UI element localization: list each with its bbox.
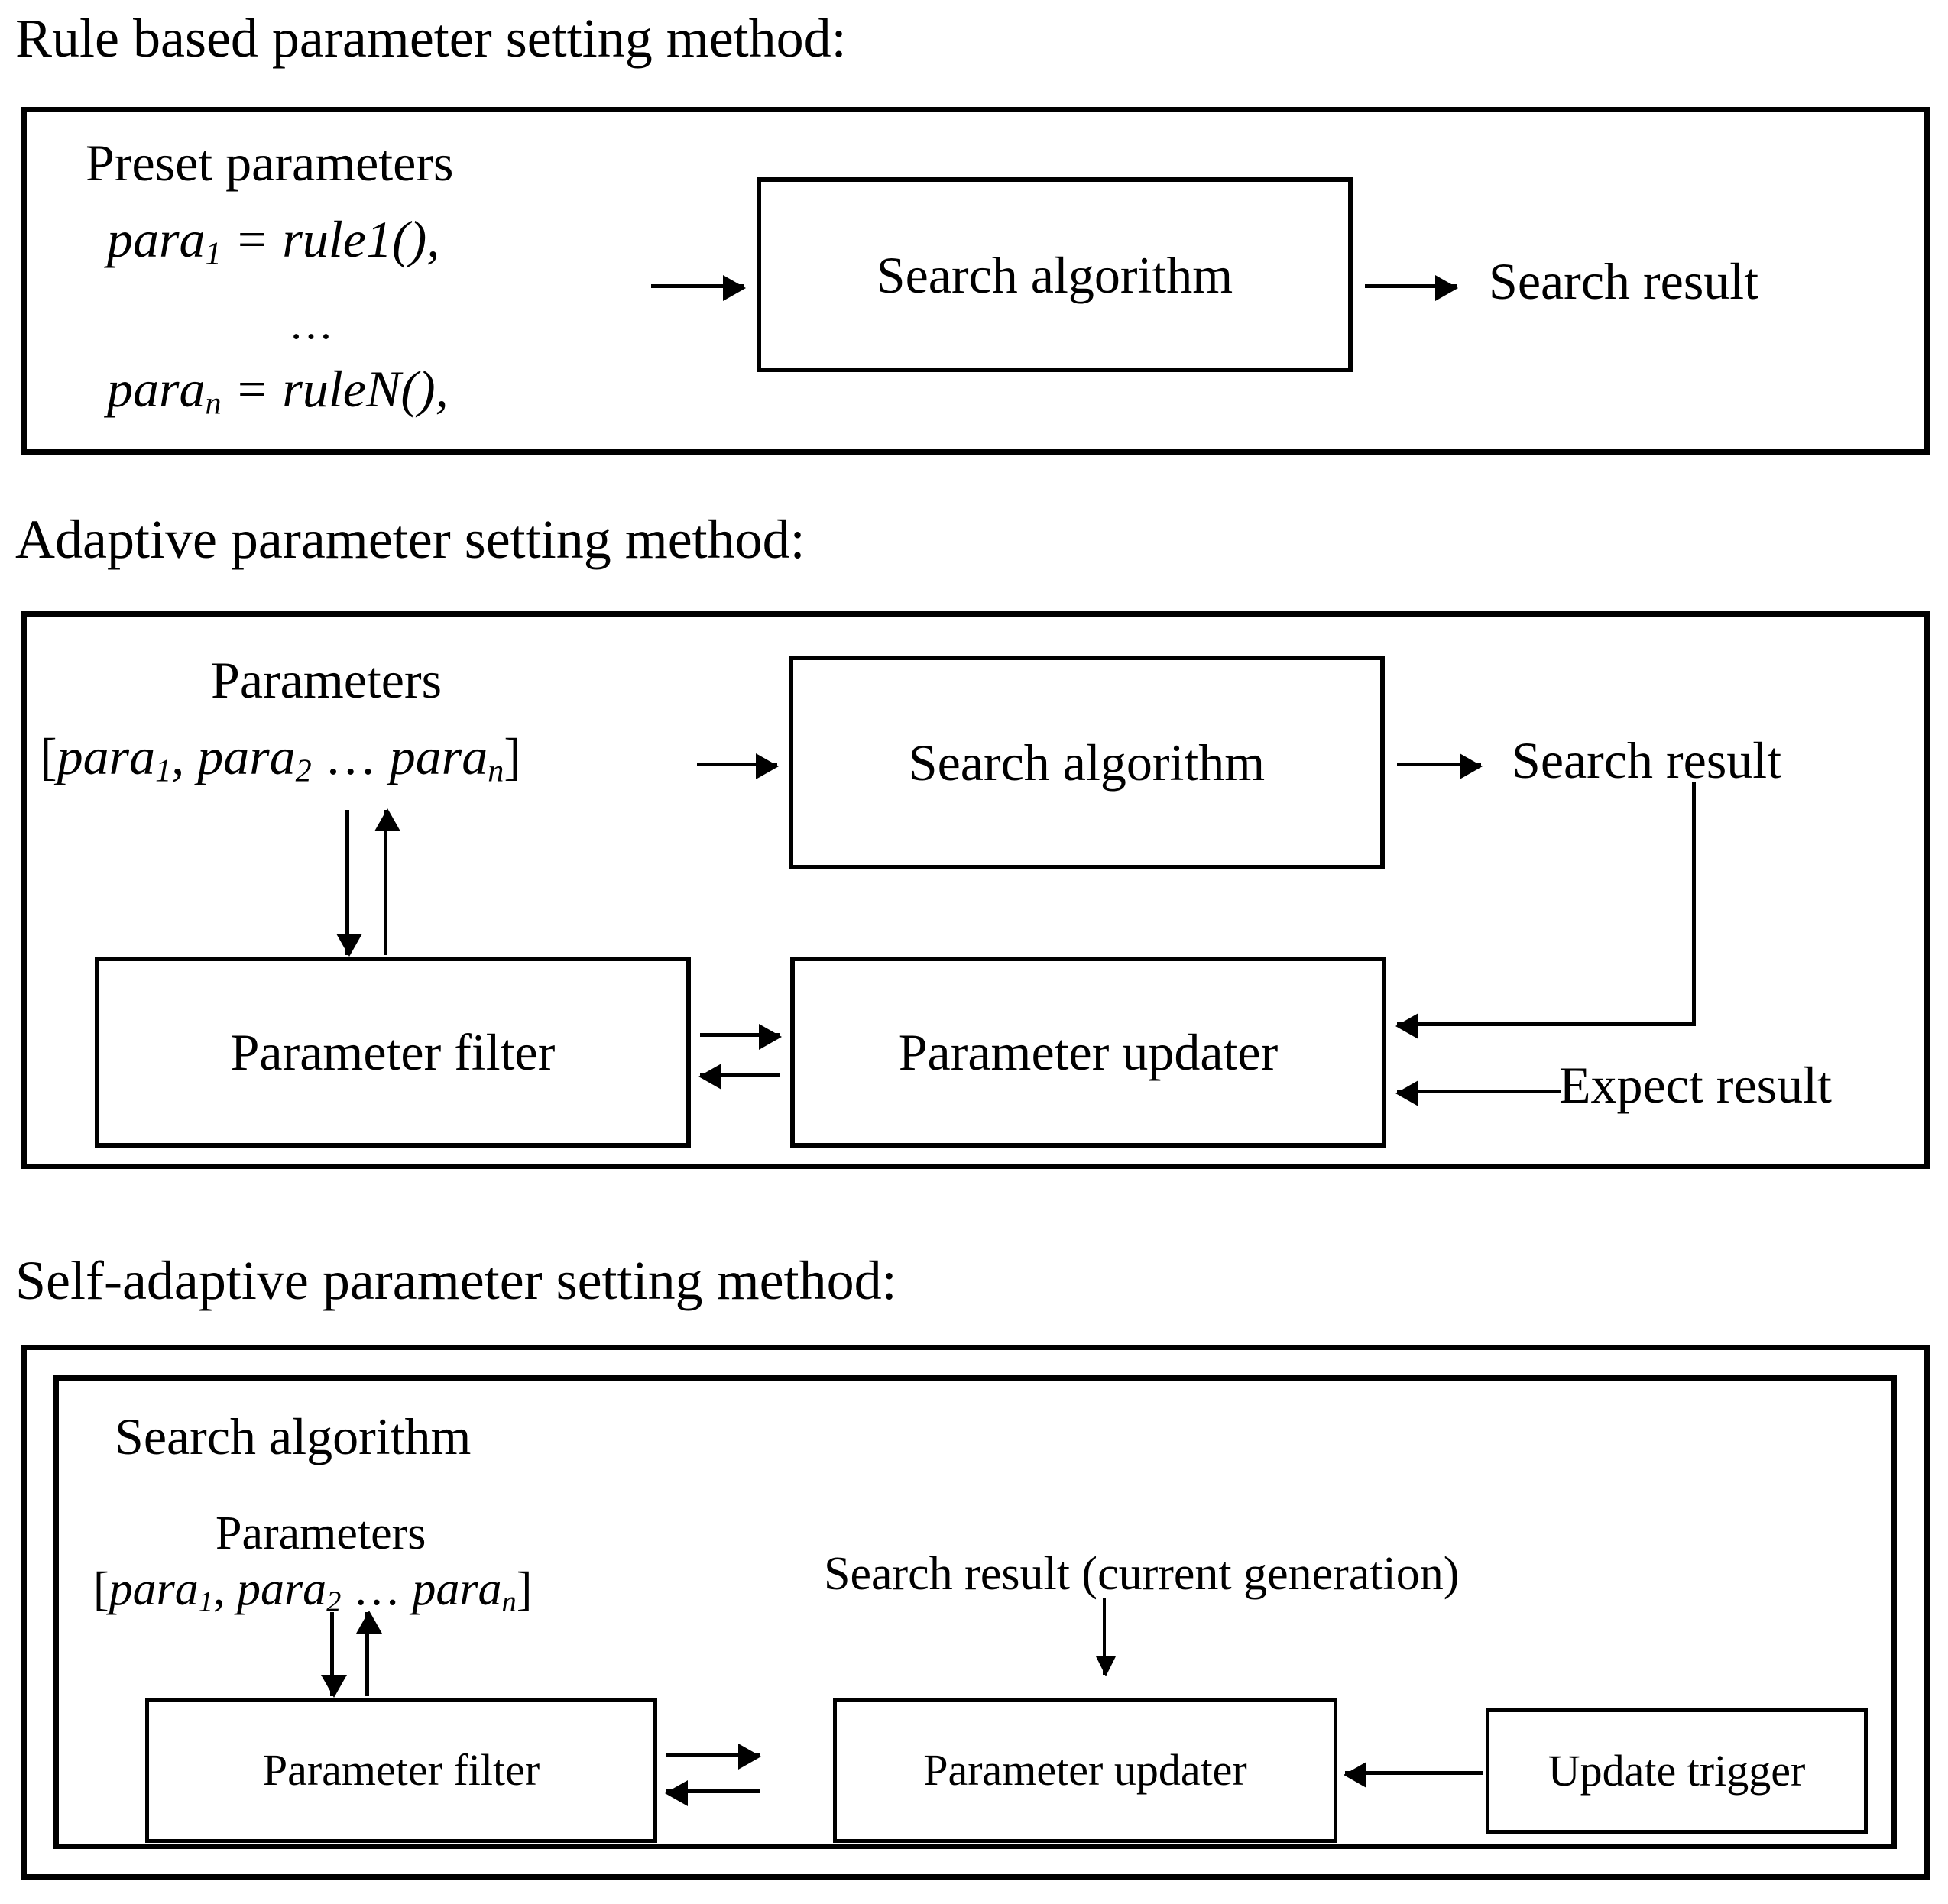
update-trigger-box-3: Update trigger <box>1486 1708 1868 1834</box>
arrow-search-algorithm-to-result-2 <box>1397 753 1483 779</box>
preset-parameters-label: Preset parameters <box>86 134 454 192</box>
arrow-params-to-search-algorithm-2 <box>697 753 779 779</box>
expect-result-label-2: Expect result <box>1559 1056 1832 1114</box>
param-2-sub-2: 2 <box>295 753 312 789</box>
section-heading-adaptive: Adaptive parameter setting method: <box>15 509 805 570</box>
param-n-3: para <box>412 1563 502 1615</box>
arrow-params-down-to-filter-3 <box>321 1612 347 1698</box>
search-result-current-generation-label-3: Search result (current generation) <box>824 1548 1460 1600</box>
rule-last-sub: n <box>205 385 222 422</box>
parameters-label-2: Parameters <box>211 651 442 709</box>
param-n-sub-3: n <box>501 1585 517 1618</box>
search-algorithm-box-2: Search algorithm <box>789 656 1385 869</box>
parameter-filter-box-2: Parameter filter <box>95 957 691 1148</box>
arrow-filter-up-to-params-2 <box>374 808 400 955</box>
param-1-sub-2: 1 <box>155 753 172 789</box>
search-result-label-2: Search result <box>1512 731 1782 789</box>
param-1-3: para <box>109 1563 199 1615</box>
param-bracket-open-3: [ <box>93 1563 109 1615</box>
elbow-search-result-horizontal-2 <box>1395 1013 1696 1039</box>
parameter-updater-label-2: Parameter updater <box>898 1023 1279 1081</box>
param-sep-2-3: … <box>341 1563 413 1615</box>
rule-last-prefix: para <box>107 360 206 418</box>
param-2-sub-3: 2 <box>326 1585 342 1618</box>
search-algorithm-box-1: Search algorithm <box>757 177 1353 372</box>
rule-last-suffix: = ruleN(), <box>221 360 449 418</box>
arrow-filter-to-updater-3 <box>666 1744 761 1770</box>
search-algorithm-label-1: Search algorithm <box>876 245 1233 304</box>
rule-first-suffix: = rule1(), <box>221 210 440 268</box>
parameter-filter-label-3: Parameter filter <box>262 1745 540 1795</box>
param-1-2: para <box>57 727 156 785</box>
parameters-label-3: Parameters <box>216 1507 426 1559</box>
param-bracket-close-3: ] <box>516 1563 533 1615</box>
param-sep-1-2: , <box>171 727 198 785</box>
section-heading-self-adaptive: Self-adaptive parameter setting method: <box>15 1250 897 1311</box>
param-2-2: para <box>197 727 296 785</box>
param-n-sub-2: n <box>488 753 504 789</box>
param-bracket-close-2: ] <box>504 727 521 785</box>
parameter-filter-box-3: Parameter filter <box>145 1698 657 1843</box>
param-sep-2-2: … <box>311 727 390 785</box>
arrow-search-algorithm-to-result-1 <box>1365 275 1458 301</box>
parameter-list-2: [para1, para2 … paran] <box>40 727 521 789</box>
arrow-filter-to-updater-2 <box>700 1024 782 1050</box>
param-n-2: para <box>389 727 488 785</box>
param-1-sub-3: 1 <box>198 1585 214 1618</box>
arrow-expect-result-to-updater-2 <box>1395 1080 1561 1106</box>
search-algorithm-label-3: Search algorithm <box>115 1407 472 1465</box>
elbow-search-result-vertical-2 <box>1692 782 1696 1024</box>
search-algorithm-label-2: Search algorithm <box>908 733 1266 792</box>
arrow-params-to-search-algorithm-1 <box>651 275 746 301</box>
parameter-filter-label-2: Parameter filter <box>230 1023 556 1081</box>
rule-first-prefix: para <box>107 210 206 268</box>
rule-first-sub: 1 <box>205 235 222 272</box>
param-2-3: para <box>237 1563 327 1615</box>
parameter-updater-box-3: Parameter updater <box>833 1698 1337 1843</box>
parameter-list-3: [para1, para2 … paran] <box>93 1563 533 1618</box>
arrow-updater-to-filter-3 <box>665 1780 760 1806</box>
arrow-updater-to-filter-2 <box>698 1064 780 1090</box>
search-result-label-1: Search result <box>1489 252 1759 310</box>
rule-last-expression: paran = ruleN(), <box>107 360 449 422</box>
param-bracket-open-2: [ <box>40 727 57 785</box>
parameter-updater-label-3: Parameter updater <box>923 1745 1247 1795</box>
arrow-search-result-down-to-updater-3 <box>1096 1598 1116 1676</box>
update-trigger-label-3: Update trigger <box>1548 1746 1806 1796</box>
arrow-update-trigger-to-updater-3 <box>1344 1762 1483 1788</box>
section-heading-rule-based: Rule based parameter setting method: <box>15 8 847 69</box>
parameter-updater-box-2: Parameter updater <box>790 957 1386 1148</box>
rule-ellipsis: … <box>289 299 333 348</box>
param-sep-1-3: , <box>213 1563 238 1615</box>
arrow-params-down-to-filter-2 <box>336 810 362 957</box>
rule-first-expression: para1 = rule1(), <box>107 212 439 271</box>
arrow-filter-up-to-params-3 <box>356 1611 382 1696</box>
